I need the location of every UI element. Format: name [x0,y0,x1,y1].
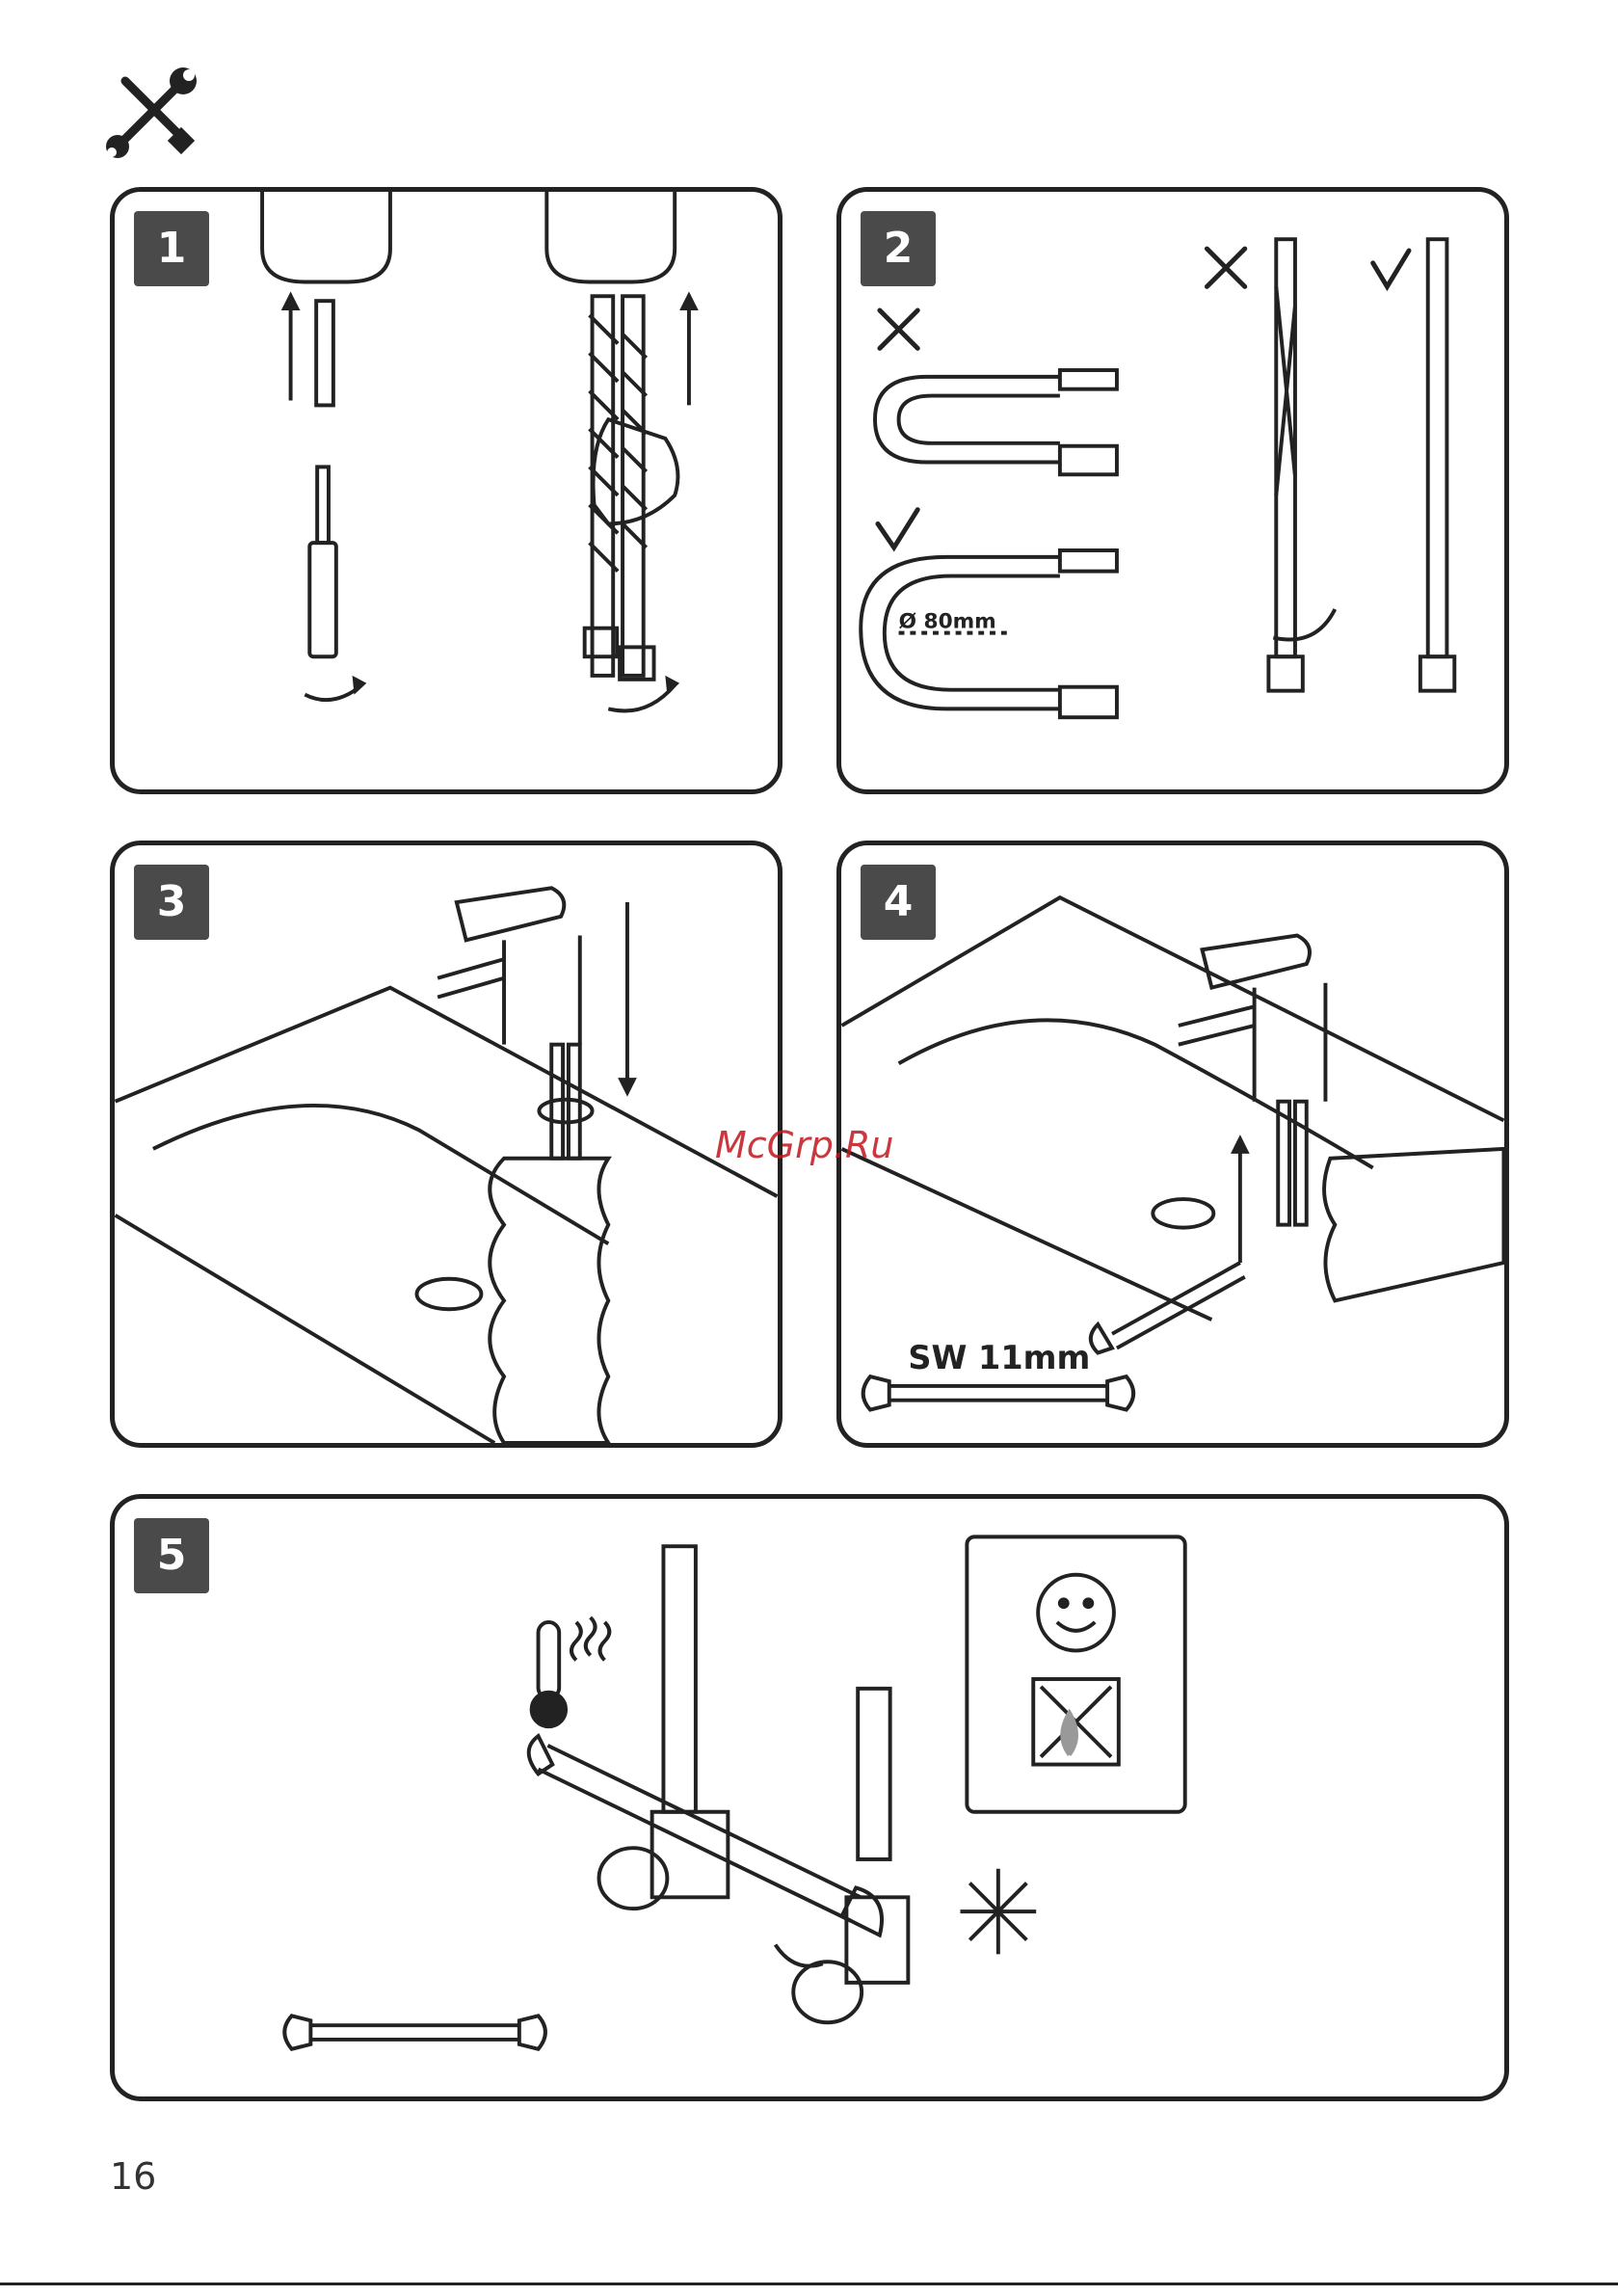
step-3-illustration [115,845,778,1443]
step-2-panel: 2 [836,187,1509,794]
step-3-panel: 3 [110,841,782,1448]
correct-mark-icon [878,510,917,547]
step-4-illustration: SW 11mm [841,845,1504,1443]
page-number: 16 [110,2155,156,2198]
watermark: McGrp.Ru [715,1124,893,1166]
step-1-illustration [115,192,778,789]
result-box [967,1536,1184,1811]
step-4-panel: 4 SW 11mm [836,841,1509,1448]
tools-icon [104,64,200,160]
bottom-divider [0,2283,1618,2285]
smiley-face-icon [1038,1575,1114,1651]
thermometer-hot-icon [532,1617,610,1726]
hose-diameter-label: Ø 80mm [899,610,996,634]
step-2-illustration: Ø 80mm [841,192,1504,789]
wrench-size-label: SW 11mm [908,1339,1090,1376]
step-1-panel: 1 [110,187,782,794]
step-5-panel: 5 [110,1494,1509,2101]
snowflake-cold-icon [960,1869,1036,1955]
step-5-illustration [115,1499,1504,2096]
